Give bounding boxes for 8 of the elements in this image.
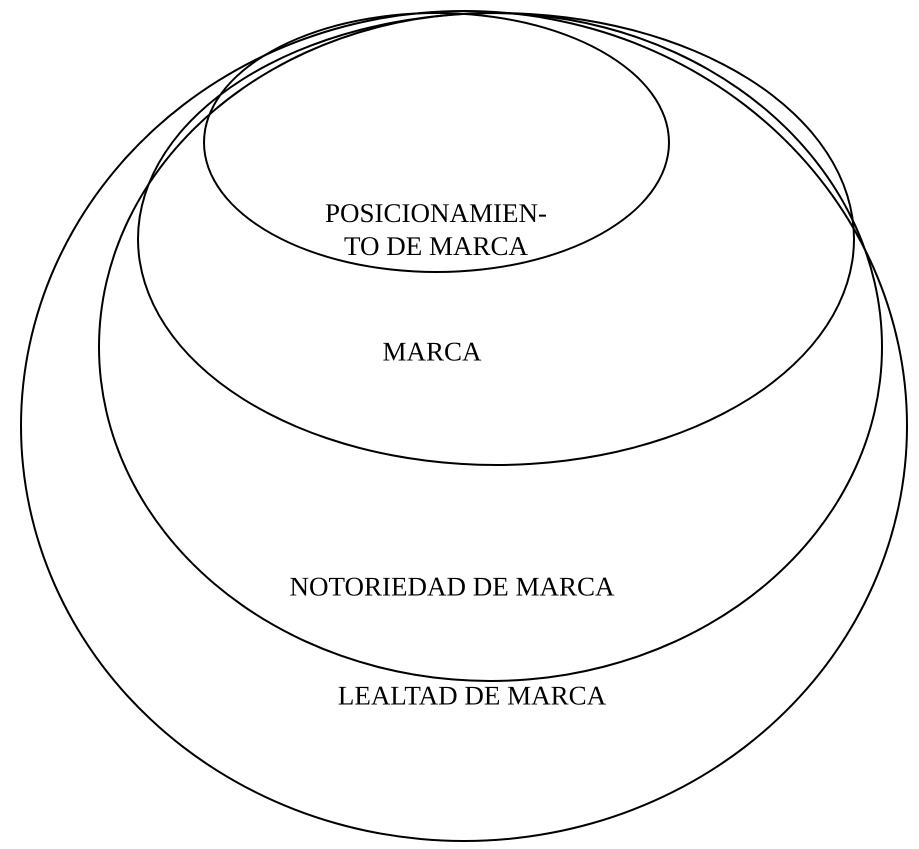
ellipse	[20, 10, 908, 842]
ellipse	[203, 12, 670, 273]
ellipse-label: POSICIONAMIEN- TO DE MARCA	[324, 197, 548, 263]
ellipse	[98, 12, 883, 682]
ellipse-label: NOTORIEDAD DE MARCA	[288, 570, 616, 604]
ellipse	[137, 12, 855, 466]
ellipse-label: MARCA	[381, 336, 483, 368]
ellipse-label: LEALTAD DE MARCA	[336, 680, 608, 712]
